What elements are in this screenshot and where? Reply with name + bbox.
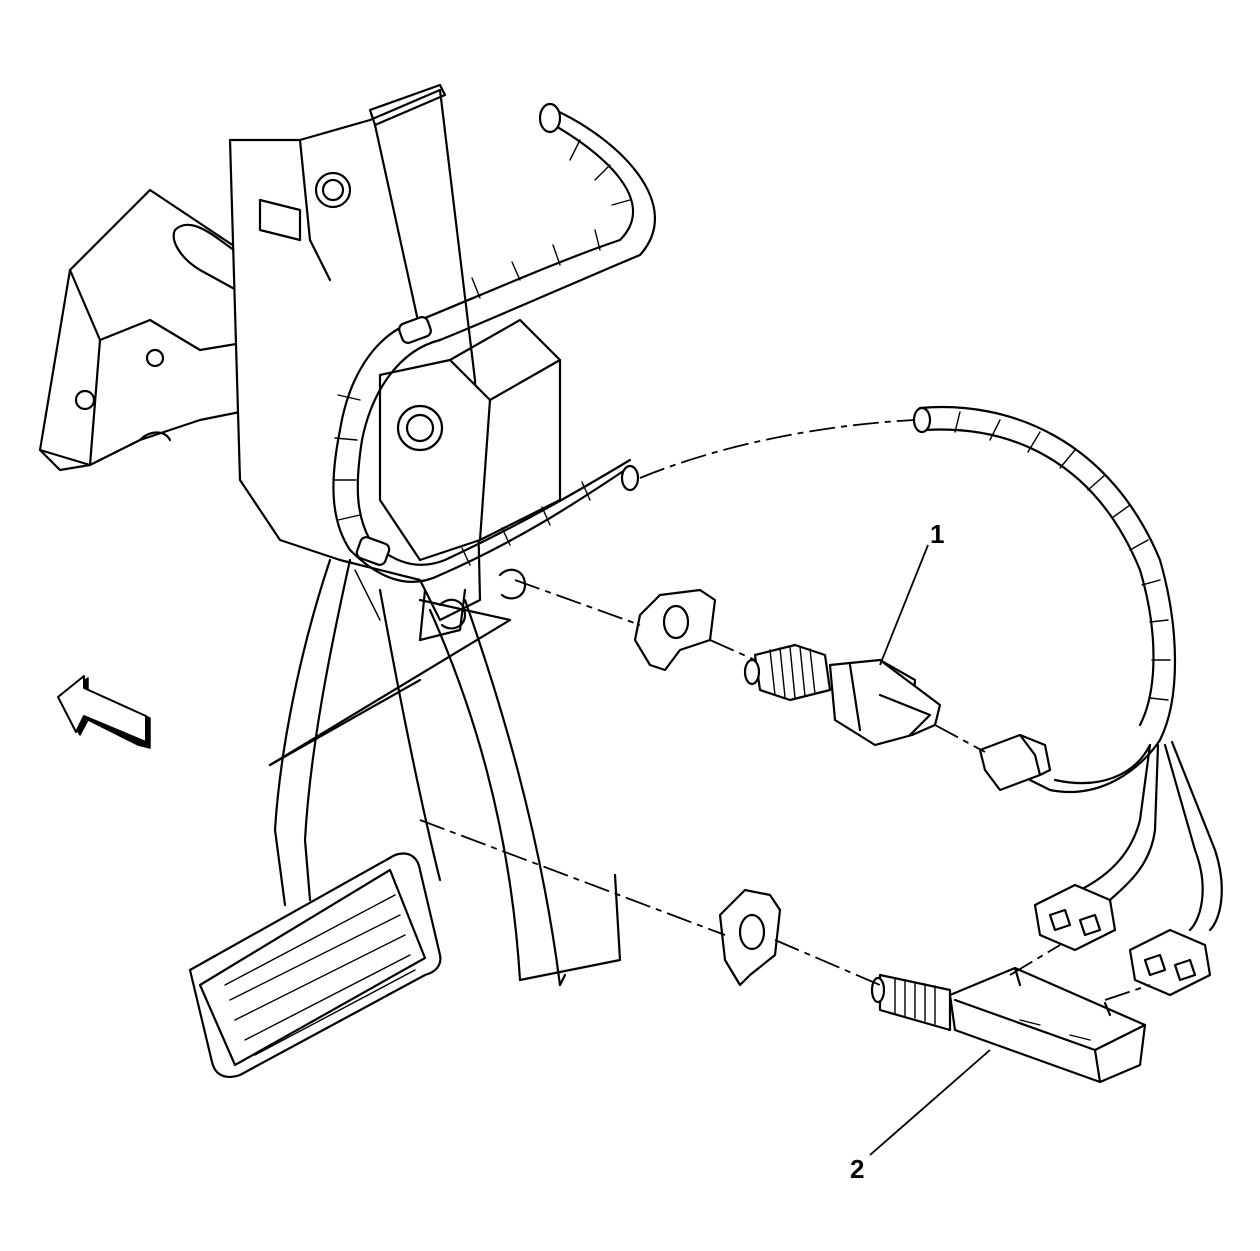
callout-1-label: 1 <box>930 519 944 549</box>
wiring-harness <box>332 102 1223 932</box>
pedal-arms <box>273 558 622 987</box>
callout-2-leader <box>869 1049 991 1156</box>
forward-arrow-icon <box>57 675 151 749</box>
brake-switch-1 <box>743 643 942 747</box>
callout-1-leader <box>879 544 929 666</box>
bracket-mount-holes <box>268 568 527 767</box>
retainer-clips <box>633 588 782 987</box>
harness-connectors <box>978 733 1212 997</box>
callout-2-label: 2 <box>850 1154 864 1184</box>
assembly-lines <box>419 419 1151 1001</box>
brake-switch-2 <box>870 966 1147 1084</box>
brake-pedal-pad <box>188 852 442 1079</box>
pivot-block <box>378 318 562 562</box>
